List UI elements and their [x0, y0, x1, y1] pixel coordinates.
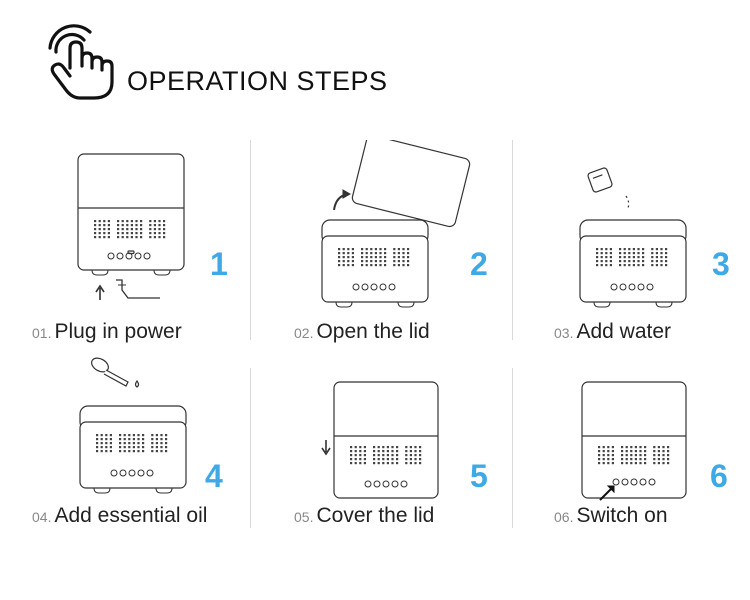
step-3: 3 03.Add water: [500, 140, 750, 350]
diffuser-add-water-illustration: [579, 167, 687, 308]
divider: [250, 368, 251, 528]
step-number: 5: [470, 458, 488, 494]
step-caption: 03.Add water: [554, 320, 671, 344]
step-2: 2 02.Open the lid: [250, 140, 500, 350]
step-label: Add water: [576, 320, 672, 343]
step-index: 05.: [294, 509, 314, 525]
step-number: 4: [205, 458, 223, 494]
step-label: Open the lid: [316, 320, 430, 343]
step-label: Switch on: [576, 504, 668, 527]
diffuser-switch-on-illustration: [581, 381, 687, 501]
step-caption: 06.Switch on: [554, 504, 668, 528]
step-caption: 04.Add essential oil: [32, 504, 207, 528]
step-number: 6: [710, 458, 728, 494]
step-6: 6 06.Switch on: [500, 352, 750, 562]
divider: [512, 368, 513, 528]
header: OPERATION STEPS: [0, 0, 750, 110]
step-5: 5 05.Cover the lid: [250, 352, 500, 562]
diffuser-cover-lid-illustration: [321, 381, 439, 499]
step-number: 1: [210, 246, 228, 282]
step-index: 02.: [294, 325, 314, 341]
step-4: 4 04.Add essential oil: [0, 352, 250, 562]
diffuser-add-oil-illustration: [79, 357, 187, 494]
diffuser-open-lid-illustration: [321, 140, 471, 308]
step-caption: 02.Open the lid: [294, 320, 430, 344]
diffuser-with-plug-illustration: [77, 153, 185, 300]
step-caption: 01.Plug in power: [32, 320, 182, 344]
step-index: 04.: [32, 509, 52, 525]
step-label: Add essential oil: [54, 504, 208, 527]
page-title: OPERATION STEPS: [127, 66, 388, 96]
divider: [512, 140, 513, 340]
step-index: 01.: [32, 325, 52, 341]
step-label: Cover the lid: [316, 504, 435, 527]
step-1: 1 01.Plug in power: [0, 140, 250, 350]
step-number: 2: [470, 246, 488, 282]
step-index: 06.: [554, 509, 574, 525]
step-number: 3: [712, 246, 730, 282]
step-index: 03.: [554, 325, 574, 341]
step-label: Plug in power: [54, 320, 182, 343]
divider: [250, 140, 251, 340]
step-caption: 05.Cover the lid: [294, 504, 434, 528]
hand-pointer-icon: [48, 24, 114, 100]
